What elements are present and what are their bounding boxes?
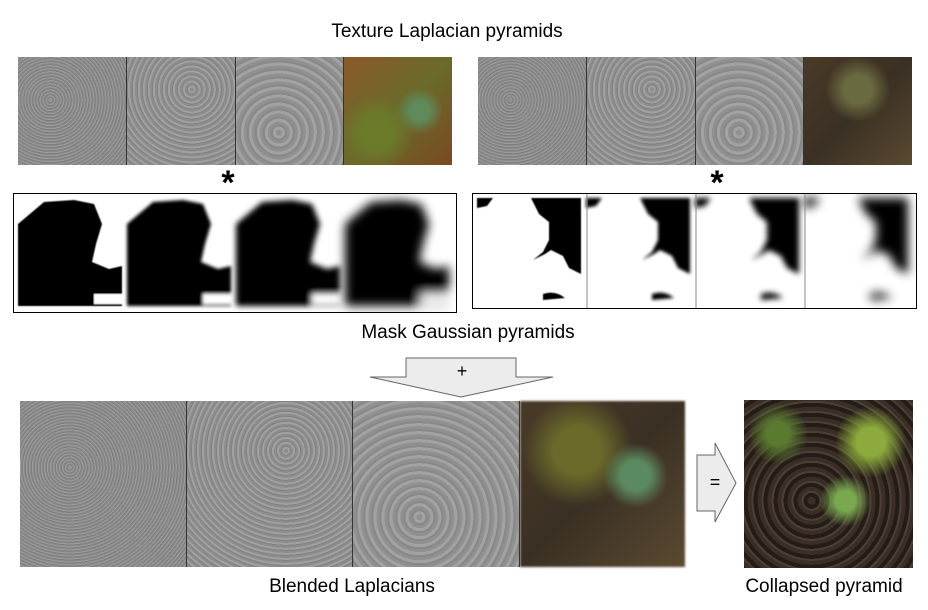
texture-a-level-3	[235, 57, 345, 165]
texture-pyramids-title: Texture Laplacian pyramids	[331, 21, 563, 42]
add-arrow-icon	[369, 357, 554, 398]
texture-a-level-1	[18, 57, 127, 165]
texture-b-level-3	[695, 57, 805, 165]
mask-b-pyramid	[472, 193, 917, 309]
equals-symbol: =	[709, 472, 721, 492]
texture-b-residual	[804, 57, 912, 165]
blended-laplacians-label: Blended Laplacians	[269, 576, 435, 597]
equals-arrow-icon	[696, 442, 737, 523]
mask-pyramids-label: Mask Gaussian pyramids	[361, 322, 575, 343]
texture-a-pyramid	[18, 57, 452, 165]
mask-a-pyramid	[13, 193, 457, 313]
multiply-symbol-right: *	[710, 164, 724, 202]
blended-pyramid	[20, 401, 685, 567]
blended-residual	[519, 401, 685, 567]
texture-b-pyramid	[478, 57, 912, 165]
blended-level-3	[353, 401, 520, 567]
multiply-symbol-left: *	[221, 164, 235, 202]
blended-level-1	[20, 401, 187, 567]
collapsed-texture-image	[744, 400, 913, 568]
texture-b-level-2	[586, 57, 696, 165]
collapsed-pyramid-label: Collapsed pyramid	[745, 576, 903, 597]
texture-a-level-2	[126, 57, 236, 165]
blended-level-2	[186, 401, 353, 567]
texture-b-level-1	[478, 57, 587, 165]
add-symbol: +	[456, 361, 468, 381]
texture-a-residual	[344, 57, 452, 165]
